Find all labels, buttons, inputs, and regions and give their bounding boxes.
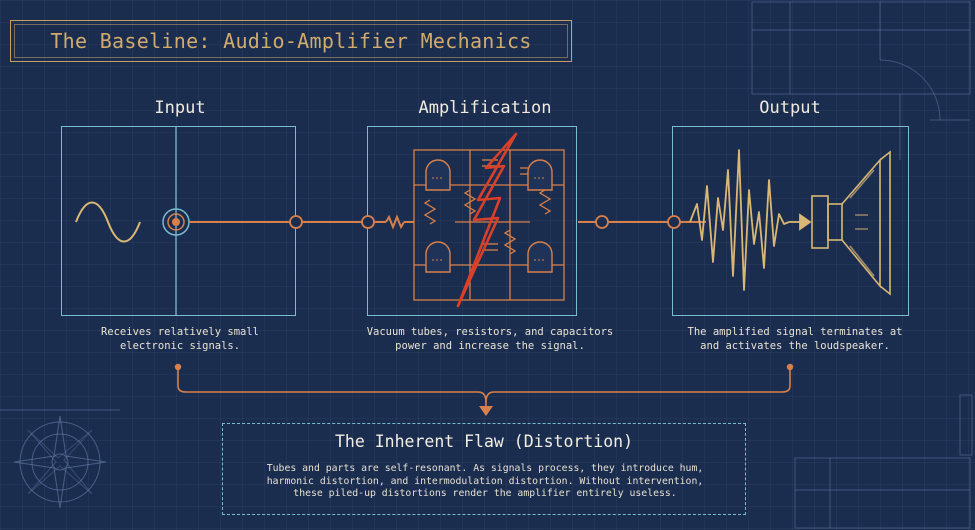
caption-input: Receives relatively small electronic sig… [70,325,290,353]
caption-input-line: Receives relatively small [100,326,260,338]
arrow-right-icon [789,213,812,231]
caption-output-line: The amplified signal terminates at [687,326,903,338]
distortion-flaw-box: The Inherent Flaw (Distortion) Tubes and… [222,423,746,515]
distortion-bolt-icon [456,132,518,308]
caption-amplification-line: Vacuum tubes, resistors, and capacitors [366,326,614,338]
output-distorted-waveform [689,149,790,291]
flaw-title: The Inherent Flaw (Distortion) [334,432,633,451]
stage-label-input: Input [154,98,206,118]
stage-label-amplification: Amplification [418,98,552,118]
flaw-line: Tubes and parts are self-resonant. As si… [266,463,704,474]
flaw-line: harmonic distortion, and intermodulation… [266,475,704,487]
flaw-description: Tubes and parts are self-resonant. As si… [241,463,729,501]
stage-label-output: Output [759,98,821,118]
caption-output: The amplified signal terminates at and a… [665,325,925,353]
connector-node-icon [289,215,681,229]
caption-amplification: Vacuum tubes, resistors, and capacitors … [340,325,640,353]
loudspeaker-icon [811,150,891,296]
title-frame: The Baseline: Audio-Amplifier Mechanics [10,20,572,62]
vacuum-tube-icon [425,159,553,273]
caption-input-line: electronic signals. [119,340,241,352]
flaw-bracket [177,370,791,408]
caption-amplification-line: power and increase the signal. [395,340,585,352]
compass-rose-icon [13,415,107,509]
arrow-down-icon [479,406,493,416]
flaw-line: these piled-up distortions render the am… [293,488,677,499]
input-sine-wave [75,201,141,243]
caption-output-line: and activates the loudspeaker. [700,340,890,352]
signal-line [189,214,706,230]
